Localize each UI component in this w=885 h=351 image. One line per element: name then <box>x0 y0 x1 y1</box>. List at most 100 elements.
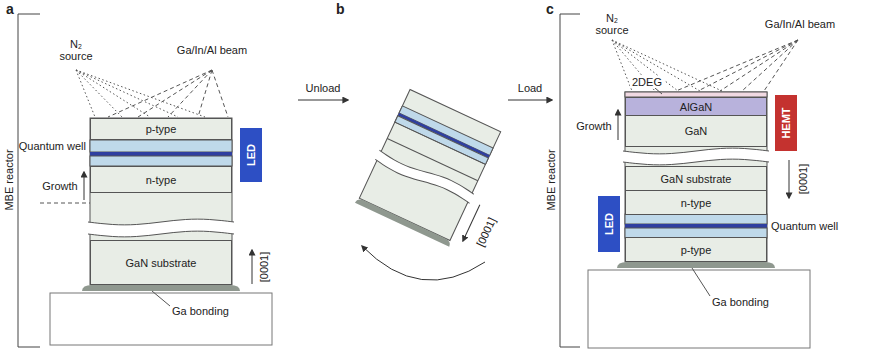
metal-beam <box>212 70 228 117</box>
annotation: [0001] <box>474 216 498 249</box>
metal-beam <box>108 70 212 117</box>
quantum-well-layer <box>625 224 767 228</box>
break-gap <box>374 148 475 206</box>
panel-a <box>18 14 272 347</box>
metal-beam <box>198 70 212 117</box>
annotation: 2DEG <box>630 76 664 88</box>
panel-letter: c <box>546 2 554 17</box>
metal-beam <box>168 70 212 117</box>
annotation: MBE reactor <box>3 149 15 210</box>
panel-c <box>560 14 810 348</box>
metal-beam <box>742 40 798 91</box>
layer-label: LED <box>603 213 615 235</box>
rotate-arrow <box>362 246 485 280</box>
metal-beam <box>720 40 798 91</box>
annotation: N₂ source <box>55 38 97 62</box>
n2-flux <box>76 70 122 117</box>
barrier-layer <box>625 214 767 224</box>
layer-band: GaN substrate <box>625 166 767 191</box>
axis-arrow <box>252 250 253 284</box>
barrier-layer <box>90 140 232 152</box>
annotation: Ga/In/Al beam <box>176 44 248 56</box>
break-line <box>378 148 475 197</box>
stack <box>359 89 500 240</box>
ga-bonding <box>82 285 240 291</box>
layer-label: AlGaN <box>680 101 712 113</box>
sample-holder <box>588 270 810 348</box>
n2-flux <box>76 70 205 117</box>
layer-band: GaN substrate <box>90 240 232 285</box>
unload-arrow <box>298 100 348 101</box>
layer-label: GaN <box>685 125 708 137</box>
n2-flux <box>612 40 722 91</box>
device-tag: LED <box>240 128 262 182</box>
n2-flux <box>612 40 678 91</box>
annotation: Ga bonding <box>172 305 229 317</box>
annotation: [0001] <box>797 164 809 195</box>
annotation: N₂ source <box>591 12 633 36</box>
layer-label: LED <box>245 144 257 166</box>
annotation: Growth <box>576 120 611 132</box>
metal-beam <box>764 40 798 91</box>
break-line <box>88 219 234 225</box>
axis-arrow <box>789 160 790 198</box>
ga-bonding <box>617 262 775 268</box>
growth-start <box>40 203 90 204</box>
break-line <box>374 157 471 206</box>
layer-band: n-type <box>90 166 232 193</box>
reactor-bracket <box>18 14 40 347</box>
layer-label: n-type <box>681 197 712 209</box>
layer-band: p-type <box>625 237 767 262</box>
panel-b <box>355 89 512 251</box>
metal-beam <box>676 40 798 91</box>
layer-label: HEMT <box>780 107 792 138</box>
annotation: Growth <box>42 180 77 192</box>
annotation: Quantum well <box>19 140 86 152</box>
layer-edge <box>395 122 486 164</box>
sample-holder <box>50 293 272 345</box>
barrier-layer <box>395 116 489 165</box>
layer-label: GaN substrate <box>661 173 732 185</box>
layer-label: p-type <box>681 244 712 256</box>
barrier-layer <box>90 156 232 166</box>
layer-label: n-type <box>146 174 177 186</box>
layer-label: GaN substrate <box>126 257 197 269</box>
annotation: Quantum well <box>771 220 838 232</box>
annotation: Ga/In/Al beam <box>764 18 836 30</box>
break-line <box>88 231 234 237</box>
layer-band: AlGaN <box>625 97 767 116</box>
quantum-well-layer <box>398 113 490 158</box>
break-gap <box>88 219 234 237</box>
n2-flux <box>76 70 178 117</box>
growth-arrow <box>618 110 619 140</box>
layer-band: n-type <box>625 190 767 215</box>
growth-arrow <box>84 172 85 200</box>
break-line <box>623 148 769 154</box>
break-line <box>623 159 769 165</box>
reactor-bracket <box>560 14 580 347</box>
n2-flux <box>76 70 95 117</box>
device-tag: LED <box>598 196 620 252</box>
layer-band: GaN <box>625 115 767 147</box>
annotation: Ga bonding <box>712 296 769 308</box>
load-arrow <box>508 100 552 101</box>
device-tag: HEMT <box>775 95 797 151</box>
metal-beam <box>138 70 212 117</box>
panel-letter: b <box>336 2 345 17</box>
leader <box>655 88 662 94</box>
n2-flux <box>612 40 700 91</box>
leader <box>692 268 710 296</box>
stack <box>625 92 767 262</box>
annotation: Unload <box>306 82 341 94</box>
panel-letter: a <box>6 2 14 17</box>
break-gap <box>623 148 769 165</box>
n2-flux <box>76 70 150 117</box>
stack <box>90 118 232 285</box>
layer-label: p-type <box>146 123 177 135</box>
layer-band: p-type <box>90 118 232 140</box>
quantum-well-layer <box>90 152 232 156</box>
annotation: MBE reactor <box>545 149 557 210</box>
annotation: [0001] <box>258 252 270 283</box>
annotation: Load <box>518 82 542 94</box>
leader <box>152 291 170 306</box>
